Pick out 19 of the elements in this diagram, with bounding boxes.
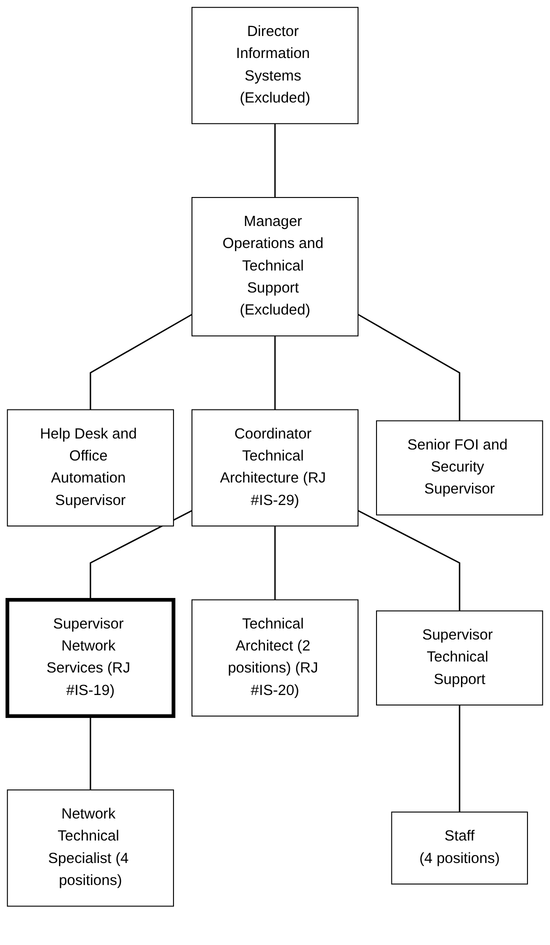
- node-box: Technical Architect (2 positions) (RJ #IS-20): [191, 599, 359, 717]
- connector: [90, 716, 92, 790]
- node-box: Supervisor Technical Support: [376, 610, 544, 706]
- node-box: Help Desk and Office Automation Supervisor: [6, 409, 174, 526]
- node-box: Director Information Systems (Excluded): [191, 6, 359, 124]
- node-box: Coordinator Technical Architecture (RJ #IS-29): [191, 409, 359, 526]
- connector: [274, 336, 276, 410]
- connector: [274, 526, 276, 600]
- connector: [358, 314, 460, 421]
- connector: [358, 510, 460, 611]
- connector: [90, 510, 192, 600]
- node-box: Network Technical Specialist (4 positions): [6, 789, 174, 907]
- node-box: Supervisor Network Services (RJ #IS-19): [6, 598, 176, 718]
- connector: [90, 314, 192, 410]
- node-box: Staff (4 positions): [391, 812, 528, 885]
- connector: [458, 705, 460, 812]
- node-box: Senior FOI and Security Supervisor: [376, 420, 544, 516]
- node-box: Manager Operations and Technical Support (Excluded): [191, 197, 359, 336]
- connector: [274, 124, 276, 198]
